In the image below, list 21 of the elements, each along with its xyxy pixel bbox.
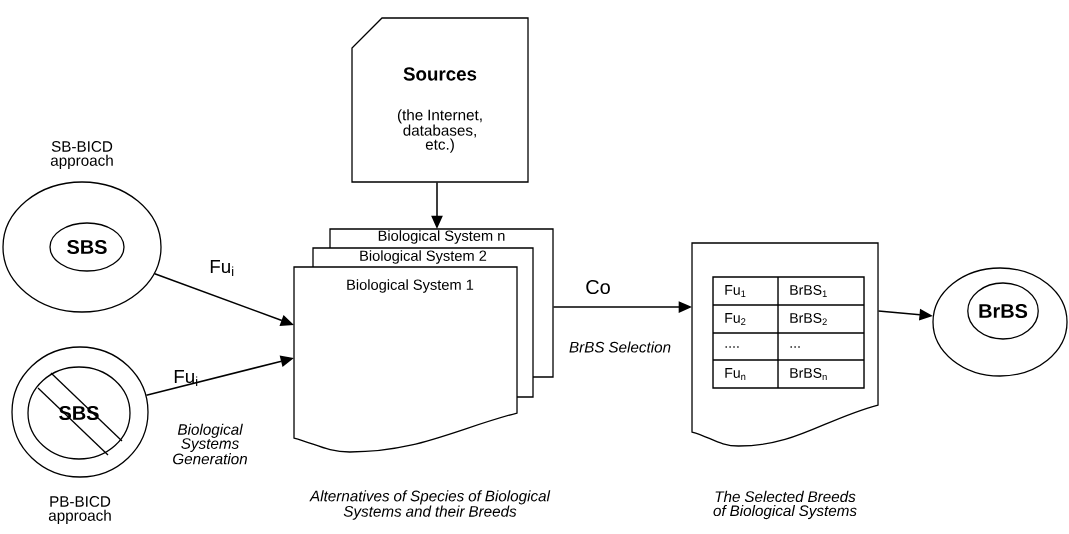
table-cell: Fu$_{2}$	[725, 313, 746, 325]
italic-note: Biological Systems Generation	[173, 423, 247, 465]
edge-label: Co	[586, 279, 610, 295]
document-stack: Biological System n Biological System 2 Biological System 1	[293, 228, 554, 453]
node-label: PB-BICD approach	[48, 496, 111, 524]
document-shape	[691, 242, 879, 447]
node-label: SB-BICD approach	[50, 141, 113, 169]
table-cell: Fu$_{n}$	[725, 368, 746, 380]
table-cell: Fu$_{1}$	[725, 285, 746, 297]
node-label: Biological System n	[378, 230, 505, 244]
table-cell: BrBS$_{2}$	[790, 313, 827, 325]
table-cell: ....	[725, 346, 739, 348]
node-label: Biological System 2	[360, 250, 487, 264]
caption: The Selected Breeds of Biological Systems	[713, 490, 857, 520]
italic-note: BrBS Selection	[569, 341, 671, 353]
outer-circle	[932, 267, 1068, 377]
caption: Alternatives of Species of Biological Systems and their Breeds	[309, 490, 551, 520]
table-cell: BrBS$_{n}$	[790, 368, 827, 380]
table-cell: ...	[790, 346, 800, 348]
edge-label: Fu$_{i}$	[210, 260, 234, 276]
table-cell: BrBS$_{1}$	[790, 285, 827, 297]
